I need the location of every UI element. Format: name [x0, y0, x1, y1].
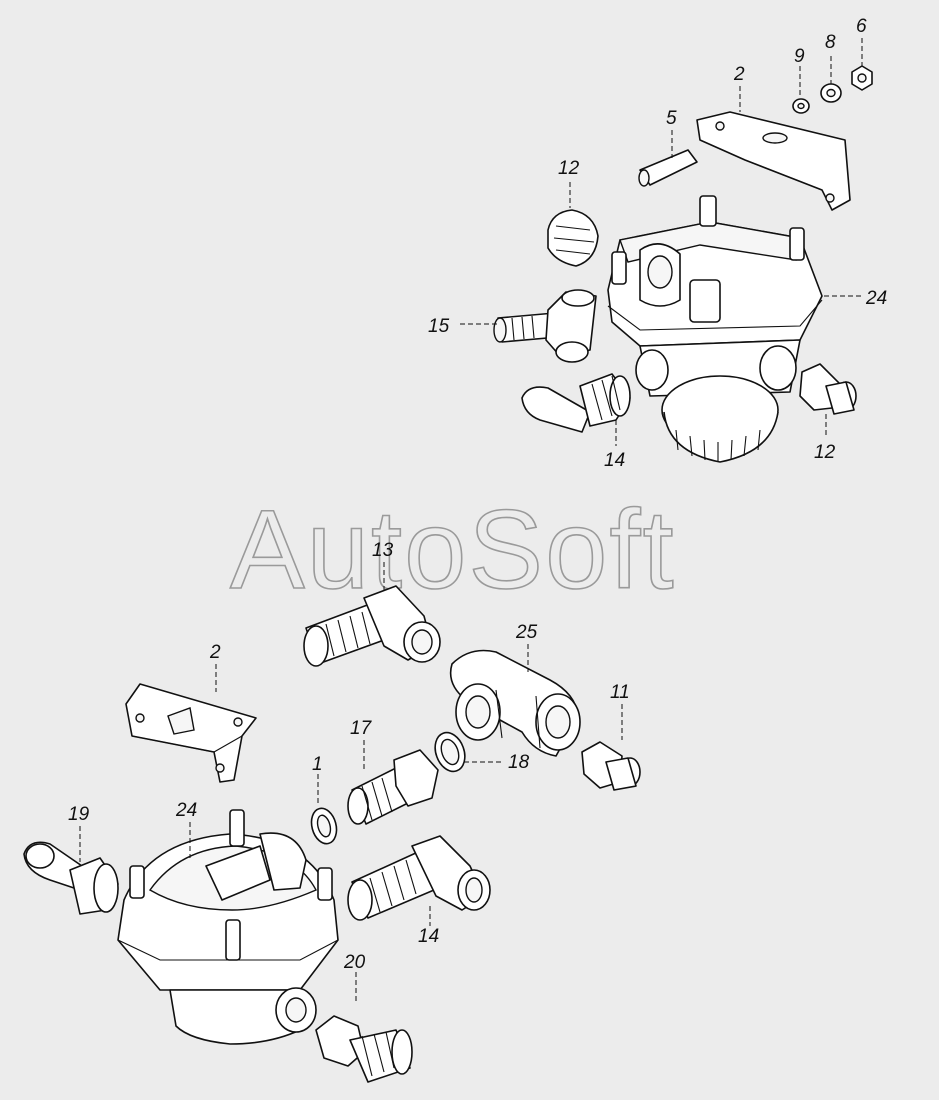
part-11-fitting: [581, 741, 641, 791]
part-2-bracket-bottom: [125, 683, 257, 783]
callout-1: 1: [312, 754, 323, 775]
callout-20: 20: [343, 952, 366, 973]
part-12-plug-top: [547, 209, 599, 267]
callout-17: 17: [350, 718, 373, 739]
callout-25: 25: [515, 622, 538, 643]
part-6-nut: [851, 65, 873, 91]
callout-15: 15: [428, 316, 450, 337]
part-25-tee: [449, 649, 581, 757]
callout-12-right: 12: [814, 442, 836, 463]
callout-11: 11: [610, 682, 630, 703]
callout-14-bottom: 14: [418, 926, 439, 947]
leader-lines: [79, 38, 863, 1002]
part-14-elbow-top: [521, 373, 631, 433]
callout-24-top: 24: [865, 288, 887, 309]
part-8-washer: [820, 83, 842, 103]
part-18-o-ring: [434, 731, 466, 773]
part-24-valve-body-bottom: [117, 809, 339, 1045]
part-20-fitting: [315, 1015, 413, 1083]
callout-2-bottom: 2: [209, 642, 221, 663]
callout-12-top: 12: [558, 158, 580, 179]
part-24-valve-body-top: [607, 195, 823, 463]
part-19-elbow: [23, 841, 119, 915]
part-1-o-ring: [310, 807, 338, 845]
part-9-lock-washer: [792, 98, 810, 114]
part-2-bracket-top: [696, 111, 851, 211]
callout-2-top: 2: [733, 64, 745, 85]
part-12-fitting-right: [799, 363, 857, 415]
part-17-adapter: [347, 749, 439, 825]
callout-5: 5: [666, 108, 677, 129]
callout-18: 18: [508, 752, 530, 773]
part-14-elbow-bottom: [347, 835, 491, 921]
callout-24-bottom: 24: [175, 800, 197, 821]
callout-9: 9: [794, 46, 805, 67]
watermark: AutoSoft: [230, 487, 676, 612]
callout-19: 19: [68, 804, 90, 825]
callout-labels: 2 9 8 6 5 12 24 15 14 12 13 25 2 11 17 1…: [68, 16, 887, 973]
callout-14-top: 14: [604, 450, 625, 471]
part-13-elbow: [303, 585, 441, 667]
part-15-elbow-fitting: [493, 289, 597, 363]
callout-8: 8: [825, 32, 836, 53]
part-5-pin: [638, 149, 698, 187]
callout-13: 13: [372, 540, 394, 561]
callout-6: 6: [856, 16, 867, 37]
